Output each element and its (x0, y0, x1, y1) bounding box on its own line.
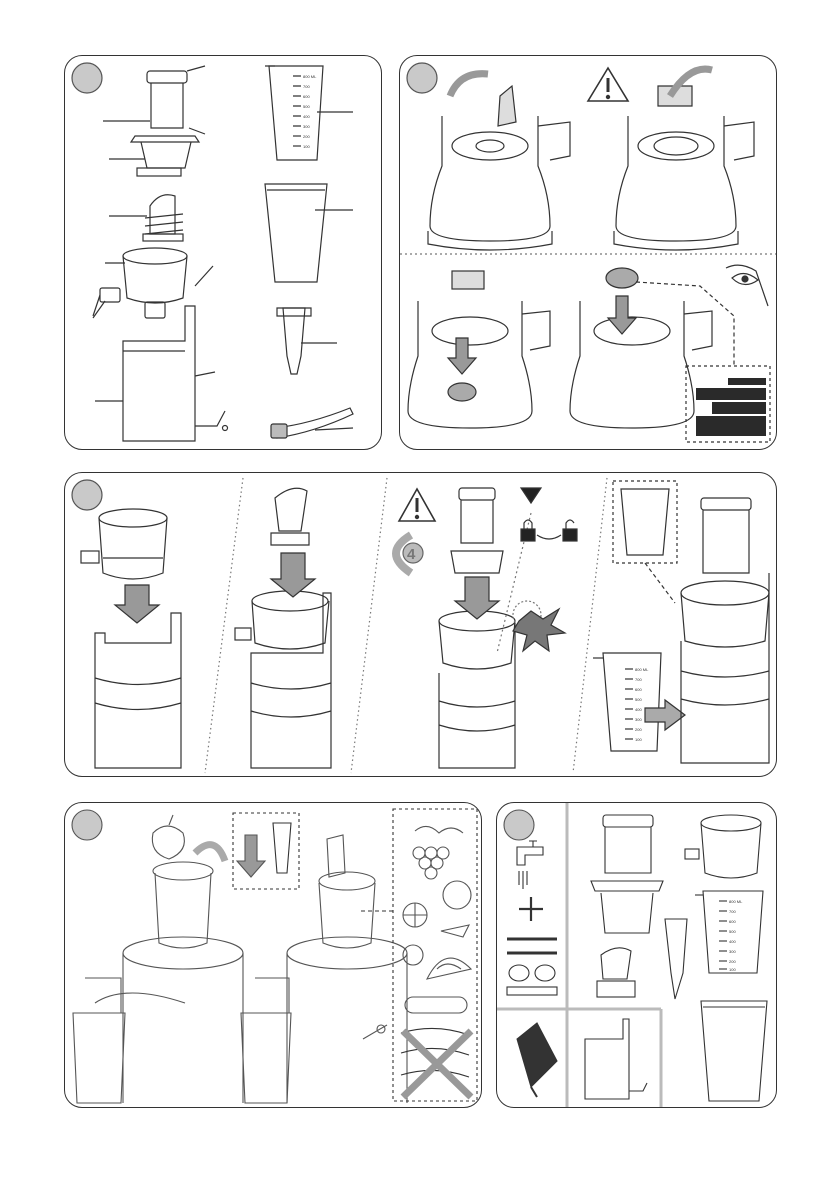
svg-text:400: 400 (303, 114, 310, 119)
svg-text:200: 200 (635, 727, 642, 732)
svg-text:800 ML: 800 ML (635, 667, 649, 672)
base-seal-removal (408, 271, 550, 428)
svg-text:300: 300 (729, 949, 736, 954)
seal-detail-layers (696, 378, 766, 436)
arrow-lift-cover (450, 74, 488, 96)
juice-bowl (93, 248, 187, 318)
panel-juicing (64, 802, 482, 1108)
svg-text:700: 700 (303, 84, 310, 89)
assembly-auger-in-bowl (235, 488, 331, 768)
cleaning-pulp-container (701, 1001, 767, 1101)
step-marker-3 (72, 480, 102, 510)
cloth-icon (517, 1023, 557, 1097)
assembly-bowl-on-base (81, 509, 181, 768)
click-burst (513, 609, 565, 651)
watermelon-icon (427, 958, 471, 979)
prohibited-items-icon (401, 1028, 471, 1097)
panel-assembly: 800 ML 700 600 500 400 300 200 100 4 (64, 472, 777, 777)
cleaning-auger (597, 948, 635, 997)
svg-text:500: 500 (729, 929, 736, 934)
carrot-icon (441, 925, 469, 937)
svg-text:300: 300 (303, 124, 310, 129)
svg-text:700: 700 (729, 909, 736, 914)
base-seal-fitting (570, 268, 712, 428)
svg-text:800 ML: 800 ML (729, 899, 743, 904)
panel-parts: 800 ML 700 600 500 400 300 200 100 (64, 55, 382, 450)
svg-text:500: 500 (303, 104, 310, 109)
water-tap-icon (517, 841, 543, 889)
cleaning-base (585, 1019, 647, 1099)
citrus-icon (403, 903, 427, 927)
juicing-illustration (65, 803, 482, 1108)
cleaning-illustration: 800 ML 700 600 500 400 300 200 100 (497, 803, 777, 1108)
warning-triangle-icon (399, 489, 435, 521)
dishwasher-icon (507, 939, 557, 995)
warning-triangle-icon (588, 68, 628, 101)
plus-sign (519, 897, 543, 921)
preparation-illustration (400, 56, 777, 450)
base-removing-cover (428, 86, 570, 250)
panel-cleaning: 800 ML 700 600 500 400 300 200 100 (496, 802, 777, 1108)
assembly-jug-scale: 800 ML 700 600 500 400 300 200 100 (635, 667, 649, 742)
svg-text:100: 100 (303, 144, 310, 149)
svg-text:800 ML: 800 ML (303, 74, 317, 79)
food-pusher (277, 308, 337, 374)
cleaning-brush (271, 408, 353, 438)
auger (143, 195, 183, 241)
apple-icon (152, 826, 184, 859)
measuring-jug-scale: 800 ML 700 600 500 400 300 200 100 (303, 74, 317, 149)
cleaning-jug-scale: 800 ML 700 600 500 400 300 200 100 (729, 899, 743, 972)
eye-icon (726, 265, 768, 306)
tomato-icon (443, 881, 471, 909)
grapes-icon (413, 826, 463, 879)
svg-text:400: 400 (635, 707, 642, 712)
assembly-containers (593, 481, 769, 763)
rotation-number: 4 (407, 546, 416, 563)
pulp-container (265, 184, 353, 282)
motor-base (123, 306, 228, 441)
cleaning-pusher (665, 919, 687, 999)
svg-text:700: 700 (635, 677, 642, 682)
step-marker-2 (407, 63, 437, 93)
lock-transition (537, 535, 561, 539)
svg-text:100: 100 (635, 737, 642, 742)
assembly-illustration: 800 ML 700 600 500 400 300 200 100 4 (65, 473, 777, 777)
step-marker-5 (504, 810, 534, 840)
panel-preparation (399, 55, 777, 450)
cleaning-lid-bowl (591, 815, 663, 933)
cucumber-icon (405, 997, 467, 1013)
lock-open-icon (563, 520, 577, 541)
cleaning-bowl (685, 815, 761, 878)
base-inserting-cover (614, 86, 754, 250)
svg-text:400: 400 (729, 939, 736, 944)
step-marker-1 (72, 63, 102, 93)
juicer-with-pusher (241, 835, 407, 1103)
step-marker-4 (72, 810, 102, 840)
svg-text:600: 600 (303, 94, 310, 99)
svg-text:200: 200 (729, 959, 736, 964)
svg-text:100: 100 (729, 967, 736, 972)
svg-text:600: 600 (635, 687, 642, 692)
svg-text:600: 600 (729, 919, 736, 924)
svg-text:300: 300 (635, 717, 642, 722)
svg-text:500: 500 (635, 697, 642, 702)
juicer-feeding-apple (73, 815, 243, 1103)
svg-text:200: 200 (303, 134, 310, 139)
parts-illustration: 800 ML 700 600 500 400 300 200 100 (65, 56, 382, 450)
